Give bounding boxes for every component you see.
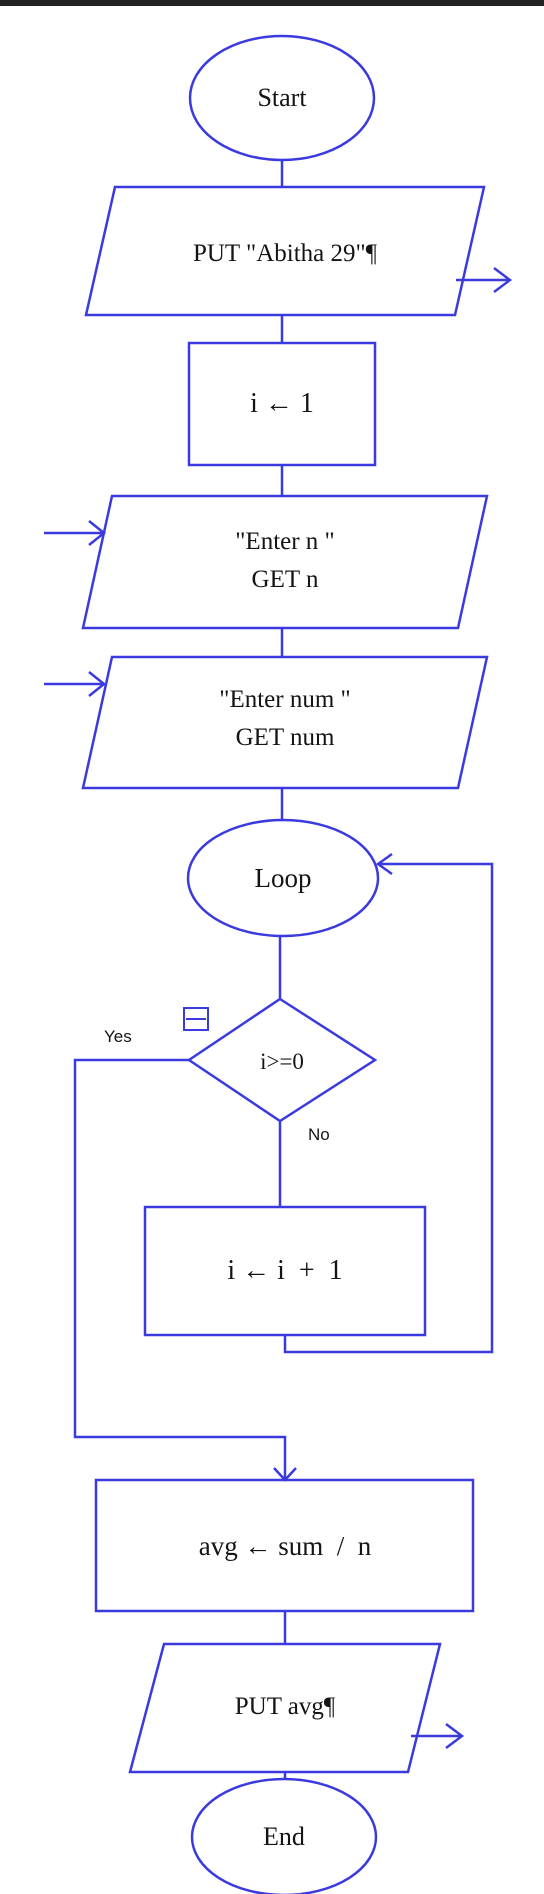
get-num-input-box[interactable] [81,655,489,790]
loop-label: Loop [255,863,312,893]
get-n-input-box[interactable] [81,494,489,630]
get-num-statement: GET num [236,724,335,751]
get-n-prompt: "Enter n " [235,528,335,555]
connector-increment-back-to-loop [283,862,494,1354]
increment-process-box[interactable] [143,1205,427,1337]
compute-avg-process-box[interactable] [94,1478,475,1613]
put-name-output-box[interactable] [84,185,486,317]
increment-label: i ← i + 1 [227,1255,342,1286]
arrowhead-get-num [88,671,107,697]
start-label: Start [257,83,307,112]
decision-no-label: No [308,1125,330,1144]
decision-yes-label: Yes [104,1027,132,1046]
arrowhead-get-n [88,520,107,546]
window-top-border [0,0,544,6]
arrowhead-loop-return [375,852,393,876]
connector-decision-yes-to-avg [73,1058,287,1480]
decision-condition: i>=0 [260,1049,304,1074]
put-avg-output-box[interactable] [128,1642,442,1774]
put-avg-label: PUT avg¶ [235,1693,336,1720]
arrowhead-yes-branch [273,1467,297,1482]
get-n-statement: GET n [252,566,319,593]
put-name-label: PUT "Abitha 29"¶ [193,240,378,267]
end-label: End [263,1822,305,1851]
collapse-toggle-icon[interactable] [183,1007,209,1031]
init-i-label: i ← 1 [250,388,314,419]
get-num-prompt: "Enter num " [219,686,351,713]
compute-avg-label: avg ← sum / n [199,1531,372,1561]
arrowhead-put-name [493,267,513,293]
arrowhead-put-avg [445,1723,465,1749]
